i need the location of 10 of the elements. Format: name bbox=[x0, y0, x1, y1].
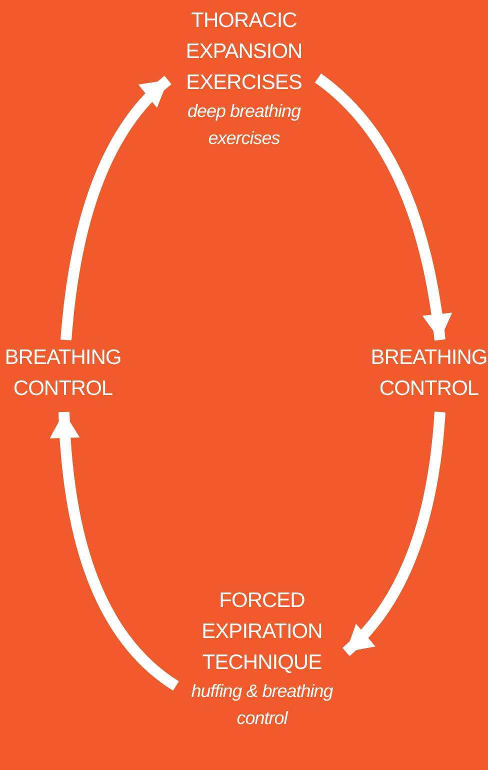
node-heading: FORCED EXPIRATION TECHNIQUE bbox=[200, 588, 324, 676]
arrow bbox=[60, 76, 172, 340]
arrow bbox=[50, 412, 180, 690]
node-heading: BREATHING CONTROL bbox=[4, 345, 122, 402]
node-heading: THORACIC EXPANSION EXERCISES bbox=[184, 8, 304, 96]
arrow bbox=[342, 412, 446, 656]
node-subtitle: deep breathing exercises bbox=[186, 100, 302, 150]
arrow bbox=[314, 74, 452, 341]
node-heading: BREATHING CONTROL bbox=[370, 345, 488, 402]
node-subtitle: huffing & breathing control bbox=[190, 680, 334, 730]
